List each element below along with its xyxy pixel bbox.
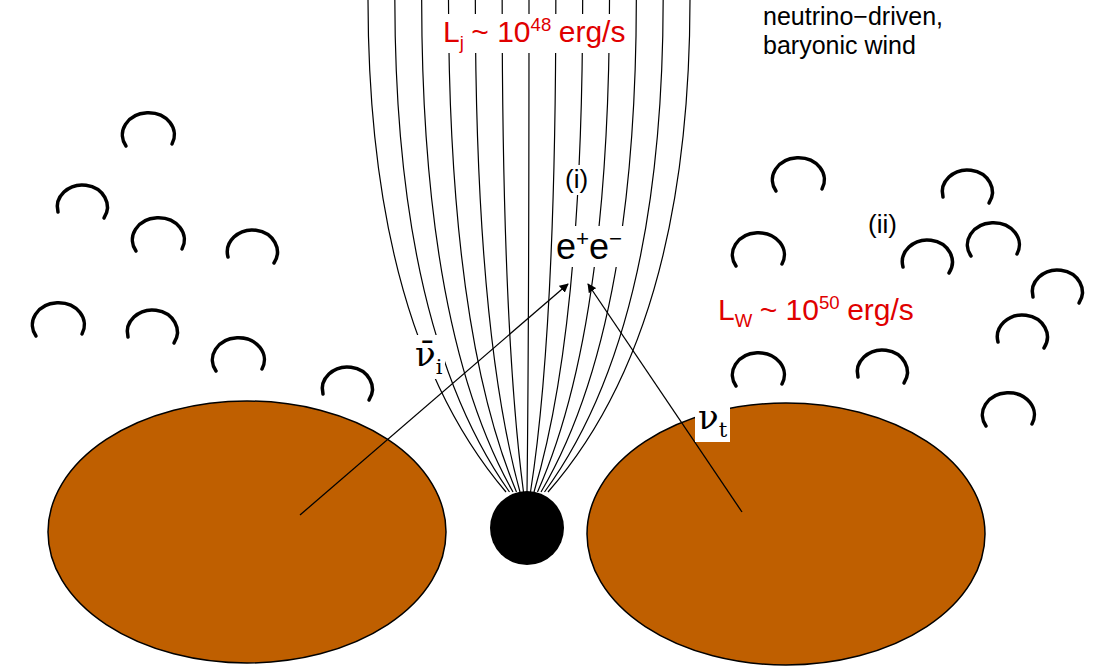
subscript: t xyxy=(719,417,727,442)
superscript: 48 xyxy=(531,14,552,35)
label-text: ν̄ xyxy=(415,334,436,374)
field-line xyxy=(502,0,523,492)
wind-luminosity: LW ~ 1050 erg/s xyxy=(715,292,917,331)
cloud-arc xyxy=(57,185,107,218)
cloud-arc xyxy=(322,367,372,400)
field-line xyxy=(545,0,664,492)
pair-label: e+e− xyxy=(553,226,625,267)
label-text: erg/s xyxy=(847,293,914,326)
field-line xyxy=(422,0,513,492)
label-text: (ii) xyxy=(868,209,897,239)
cloud-arc xyxy=(32,303,84,336)
antineutrino-label: ν̄i xyxy=(412,335,445,379)
jet-luminosity: Lj ~ 1048 erg/s xyxy=(440,14,628,53)
label-text: L xyxy=(718,293,735,326)
cloud-arc xyxy=(122,113,174,146)
cloud-arc xyxy=(212,338,264,371)
neutrino-path xyxy=(588,284,742,512)
superscript: − xyxy=(609,226,622,251)
superscript: + xyxy=(576,226,589,251)
label-text: ~ 10 xyxy=(471,15,530,48)
field-line xyxy=(548,0,690,492)
label-text: (i) xyxy=(565,164,588,194)
cloud-arc xyxy=(1032,270,1082,303)
label-text: ν xyxy=(698,397,719,437)
superscript: 50 xyxy=(819,292,840,313)
field-line xyxy=(527,0,529,492)
region-marker: (ii) xyxy=(865,210,900,240)
label-text: e xyxy=(589,226,609,267)
subscript: j xyxy=(460,32,464,53)
label-text: e xyxy=(556,226,576,267)
label-text: neutrino−driven, baryonic wind xyxy=(763,2,943,59)
cloud-arc xyxy=(997,315,1047,348)
wind-note: neutrino−driven, baryonic wind xyxy=(760,2,996,60)
region-marker: (i) xyxy=(562,165,591,195)
label-text: erg/s xyxy=(559,15,626,48)
cloud-arc xyxy=(732,233,784,266)
torus-right xyxy=(587,403,985,665)
cloud-arc xyxy=(982,393,1034,426)
cloud-arc xyxy=(772,158,824,191)
neutrino-path xyxy=(300,284,568,515)
cloud-arc xyxy=(857,350,907,383)
cloud-arc xyxy=(127,310,177,343)
wind-clouds xyxy=(32,113,1082,426)
cloud-arc xyxy=(227,230,277,263)
field-line xyxy=(538,0,610,492)
jet-field-lines xyxy=(368,0,690,492)
neutrino-label: νt xyxy=(695,398,730,442)
field-line xyxy=(534,0,583,492)
subscript: i xyxy=(436,354,443,379)
cloud-arc xyxy=(132,218,184,251)
cloud-arc xyxy=(967,223,1019,256)
cloud-arc xyxy=(732,353,784,386)
black-hole xyxy=(490,491,564,565)
cloud-arc xyxy=(942,170,992,203)
field-line xyxy=(475,0,520,492)
cloud-arc xyxy=(902,240,952,273)
label-text: ~ 10 xyxy=(760,293,819,326)
subscript: W xyxy=(735,310,753,331)
field-line xyxy=(368,0,506,492)
label-text: L xyxy=(443,15,460,48)
